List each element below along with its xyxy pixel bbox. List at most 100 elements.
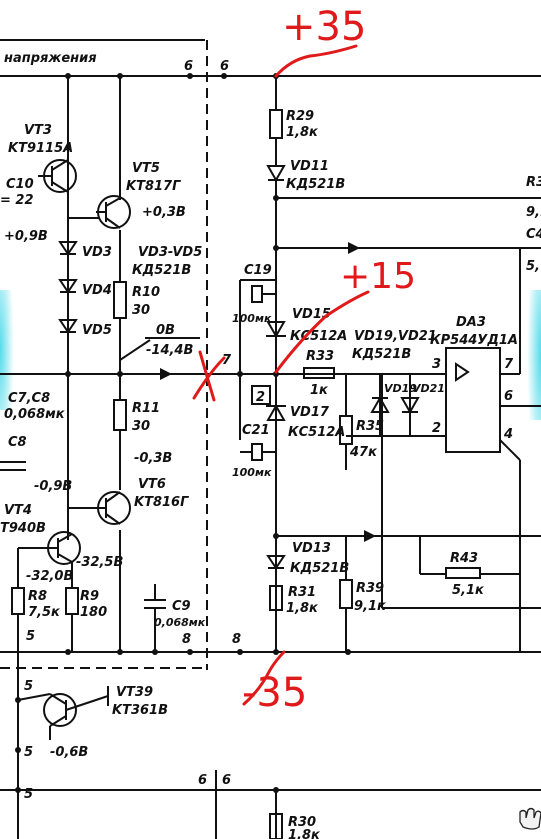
- block-title: напряжения: [4, 51, 97, 66]
- vd3vd5-type: КД521В: [132, 263, 191, 278]
- node-6b: 6: [220, 59, 229, 74]
- vd5-label: VD5: [82, 323, 112, 338]
- da3-type: КР544УД1А: [430, 333, 518, 348]
- c8-ref: C8: [8, 435, 27, 450]
- r43-value: 5,1к: [452, 583, 485, 598]
- node-2: 2: [256, 390, 265, 405]
- c7c8-ref: C7,C8: [8, 391, 50, 406]
- annotation-plus15-stroke: [274, 290, 370, 374]
- c9-ref: C9: [172, 599, 191, 614]
- r33-value: 1к: [310, 383, 329, 398]
- vt3-ref: VT3: [24, 123, 52, 138]
- node-6: 6: [504, 389, 513, 404]
- node-8a: 8: [182, 632, 191, 647]
- vd15-type: КС512А: [290, 329, 347, 344]
- vd13-type: КД521В: [290, 561, 349, 576]
- node-4: 4: [503, 427, 513, 442]
- vt5-type: KT817Г: [126, 179, 181, 194]
- edge-r3-val: 9,1: [526, 205, 541, 220]
- vd17-type: КС512А: [288, 425, 345, 440]
- r29-ref: R29: [286, 109, 314, 124]
- edge-c4: C4: [526, 227, 541, 242]
- v-minus-03: -0,3В: [134, 451, 172, 466]
- vt3-type: KT9115A: [8, 141, 73, 156]
- v-plus-03: +0,3В: [142, 205, 186, 220]
- node-6c: 6: [198, 773, 207, 788]
- c19-value: 100мк: [232, 312, 272, 325]
- v-minus-06: -0,6В: [50, 745, 88, 760]
- vd17-ref: VD17: [290, 405, 330, 420]
- annotation-minus35: -35: [242, 670, 307, 716]
- vt6-ref: VT6: [138, 477, 166, 492]
- vt5-ref: VT5: [132, 161, 160, 176]
- v-zero: 0В: [156, 323, 175, 338]
- glow-left: [0, 290, 14, 410]
- annotation-plus35-stroke: [274, 44, 358, 78]
- v-minus-325: -32,5В: [76, 555, 123, 570]
- r33-ref: R33: [306, 349, 334, 364]
- node-5c: 5: [24, 745, 33, 760]
- node-5a: 5: [26, 629, 35, 644]
- vd3vd5-ref: VD3-VD5: [138, 245, 202, 260]
- c7c8-value: 0,068мк: [4, 407, 66, 422]
- r31-value: 1,8к: [286, 601, 319, 616]
- node-8b: 8: [232, 632, 241, 647]
- vd19-label: VD19: [384, 382, 417, 395]
- annotation-minus35-stroke: [242, 650, 286, 706]
- c10-ref: C10: [6, 177, 34, 192]
- r39-ref: R39: [356, 581, 384, 596]
- glow-right: [527, 290, 541, 420]
- vd3-label: VD3: [82, 245, 112, 260]
- annotation-plus15: +15: [340, 256, 416, 297]
- r30-value: 1,8к: [288, 828, 321, 839]
- v-plus-09: +0,9В: [4, 229, 48, 244]
- r10-ref: R10: [132, 285, 160, 300]
- vt39-ref: VT39: [116, 685, 153, 700]
- c9-value: 0,068мк: [154, 616, 206, 629]
- r9-ref: R9: [80, 589, 99, 604]
- r29-value: 1,8к: [286, 125, 319, 140]
- r8-value: 7,5к: [28, 605, 61, 620]
- edge-c4-val: 5,: [526, 259, 540, 274]
- node-5d: 5: [24, 787, 33, 802]
- r43-ref: R43: [450, 551, 478, 566]
- annotation-cross-mark: [192, 350, 226, 402]
- v-minus-09: -0,9В: [34, 479, 72, 494]
- vd21-label: VD21: [412, 382, 445, 395]
- vt4-type: T940В: [0, 521, 46, 536]
- v-minus-144: -14,4В: [146, 343, 193, 358]
- node-5b: 5: [24, 679, 33, 694]
- edge-r3: R3: [526, 175, 541, 190]
- node-3: 3: [432, 357, 441, 372]
- hand-cursor-icon: [519, 807, 541, 830]
- vt6-type: KT816Г: [134, 495, 189, 510]
- node-7: 7: [222, 353, 232, 368]
- vd13-ref: VD13: [292, 541, 331, 556]
- vd4-label: VD4: [82, 283, 112, 298]
- node-7b: 7: [504, 357, 514, 372]
- c21-ref: C21: [242, 423, 270, 438]
- vd19vd21-type: КД521В: [352, 347, 411, 362]
- annotation-plus35: +35: [282, 4, 366, 50]
- da3-ref: DA3: [456, 315, 486, 330]
- node-2b: 2: [432, 421, 441, 436]
- node-6a: 6: [184, 59, 193, 74]
- r10-value: 30: [132, 303, 150, 318]
- vd11-ref: VD11: [290, 159, 329, 174]
- vd19vd21-ref: VD19,VD21: [354, 329, 437, 344]
- c10-value: = 22: [0, 193, 34, 208]
- r31-ref: R31: [288, 585, 316, 600]
- c19-ref: C19: [244, 263, 272, 278]
- r9-value: 180: [80, 605, 107, 620]
- r30-ref: R30: [288, 815, 316, 830]
- r8-ref: R8: [28, 589, 47, 604]
- v-minus-320: -32,0В: [26, 569, 73, 584]
- c21-value: 100мк: [232, 466, 272, 479]
- vd15-ref: VD15: [292, 307, 331, 322]
- r11-ref: R11: [132, 401, 160, 416]
- r35-ref: R35: [356, 419, 384, 434]
- vd11-type: КД521В: [286, 177, 345, 192]
- node-6d: 6: [222, 773, 231, 788]
- r11-value: 30: [132, 419, 150, 434]
